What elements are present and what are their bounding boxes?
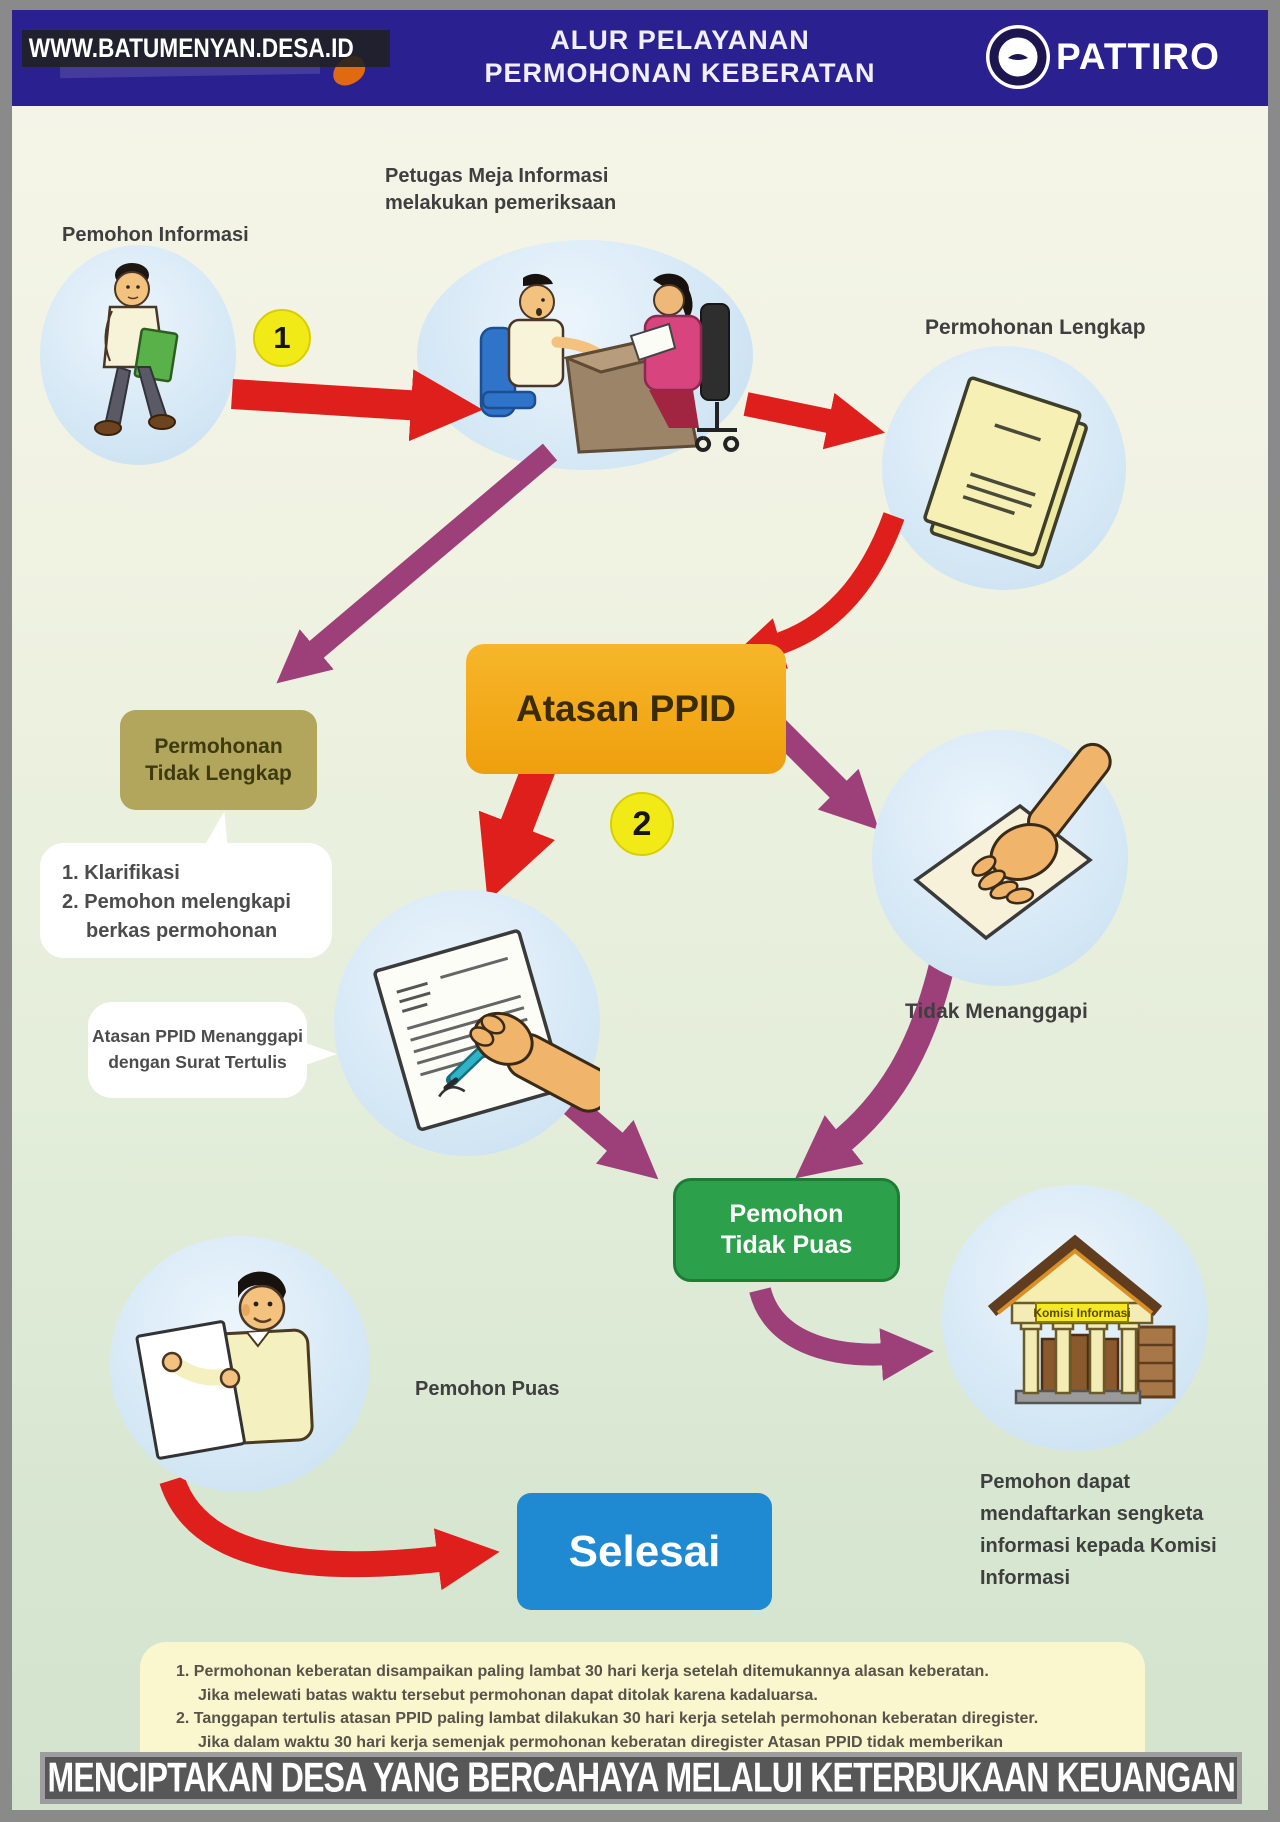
reading-man-illustration (135, 1271, 314, 1460)
courthouse-illustration: Komisi Informasi (987, 1234, 1176, 1405)
tidak-lengkap-line1: Permohonan (154, 735, 283, 758)
poster-title: ALUR PELAYANAN PERMOHONAN KEBERATAN (400, 24, 960, 90)
pattiro-wordmark: PATTIRO (1056, 36, 1220, 77)
tidak-puas-line2: Tidak Puas (720, 1231, 853, 1259)
sengketa-line4: Informasi (980, 1567, 1071, 1589)
pattiro-logo-icon (986, 25, 1050, 89)
sengketa-line1: Pemohon dapat (980, 1471, 1131, 1493)
bubble-tail-right (303, 1042, 337, 1066)
pemohon-puas-label: Pemohon Puas (415, 1378, 560, 1400)
pemohon-tidak-puas-box: Pemohon Tidak Puas (673, 1178, 900, 1282)
note-line4: Jika dalam waktu 30 hari kerja semenjak … (198, 1733, 1004, 1751)
selesai-box: Selesai (517, 1493, 772, 1610)
petugas-label-line1: Petugas Meja Informasi (385, 165, 609, 187)
sengketa-line3: informasi kepada Komisi (980, 1535, 1217, 1557)
klarifikasi-bubble: 1. Klarifikasi 2. Pemohon melengkapi ber… (40, 809, 332, 958)
petugas-label: Petugas Meja Informasi melakukan pemerik… (385, 163, 616, 217)
tidak-lengkap-line2: Tidak Lengkap (145, 762, 292, 785)
permohonan-lengkap-label: Permohonan Lengkap (925, 316, 1146, 339)
note-line2: Jika melewati batas waktu tersebut permo… (198, 1686, 818, 1704)
poster-title-line2: PERMOHONAN KEBERATAN (484, 58, 876, 88)
atasan-ppid-box: Atasan PPID (466, 644, 786, 774)
tanggapan-line1: Atasan PPID Menanggapi (91, 1026, 303, 1046)
poster-title-line1: ALUR PELAYANAN (550, 25, 810, 55)
permohonan-tidak-lengkap-box: Permohonan Tidak Lengkap (120, 710, 317, 810)
watermark-text: WWW.BATUMENYAN.DESA.ID (28, 33, 354, 63)
desk-meeting-illustration (479, 273, 740, 454)
sengketa-note: Pemohon dapat mendaftarkan sengketa info… (980, 1466, 1217, 1594)
klarifikasi-line1: 1. Klarifikasi (62, 862, 180, 884)
tanggapan-line2: dengan Surat Tertulis (108, 1052, 287, 1072)
petugas-label-line2: melakukan pemeriksaan (385, 192, 617, 214)
sengketa-line2: mendaftarkan sengketa (980, 1503, 1204, 1525)
signing-hand-illustration (373, 929, 600, 1131)
bubble-tail-up (205, 809, 233, 847)
document-stack-icon (923, 376, 1088, 569)
note-line3: 2. Tanggapan tertulis atasan PPID paling… (176, 1710, 1039, 1727)
caption-bar: MENCIPTAKAN DESA YANG BERCAHAYA MELALUI … (40, 1752, 1242, 1804)
komisi-sign-text: Komisi Informasi (1033, 1306, 1130, 1320)
tidak-puas-line1: Pemohon (729, 1200, 844, 1228)
watermark-bar: WWW.BATUMENYAN.DESA.ID (22, 30, 390, 67)
hand-on-paper-illustration (913, 742, 1112, 941)
tidak-menanggapi-label: Tidak Menanggapi (905, 1000, 1088, 1023)
note-line1: 1. Permohonan keberatan disampaikan pali… (176, 1663, 989, 1680)
klarifikasi-line2: 2. Pemohon melengkapi (62, 891, 291, 913)
pemohon-informasi-label: Pemohon Informasi (62, 224, 249, 246)
klarifikasi-line3: berkas permohonan (86, 920, 278, 942)
tanggapan-bubble: Atasan PPID Menanggapi dengan Surat Tert… (88, 1002, 337, 1098)
step-1-badge: 1 (253, 309, 311, 367)
walking-man-illustration (94, 263, 179, 436)
caption-text: MENCIPTAKAN DESA YANG BERCAHAYA MELALUI … (47, 1754, 1235, 1801)
step-2-badge: 2 (610, 792, 674, 856)
